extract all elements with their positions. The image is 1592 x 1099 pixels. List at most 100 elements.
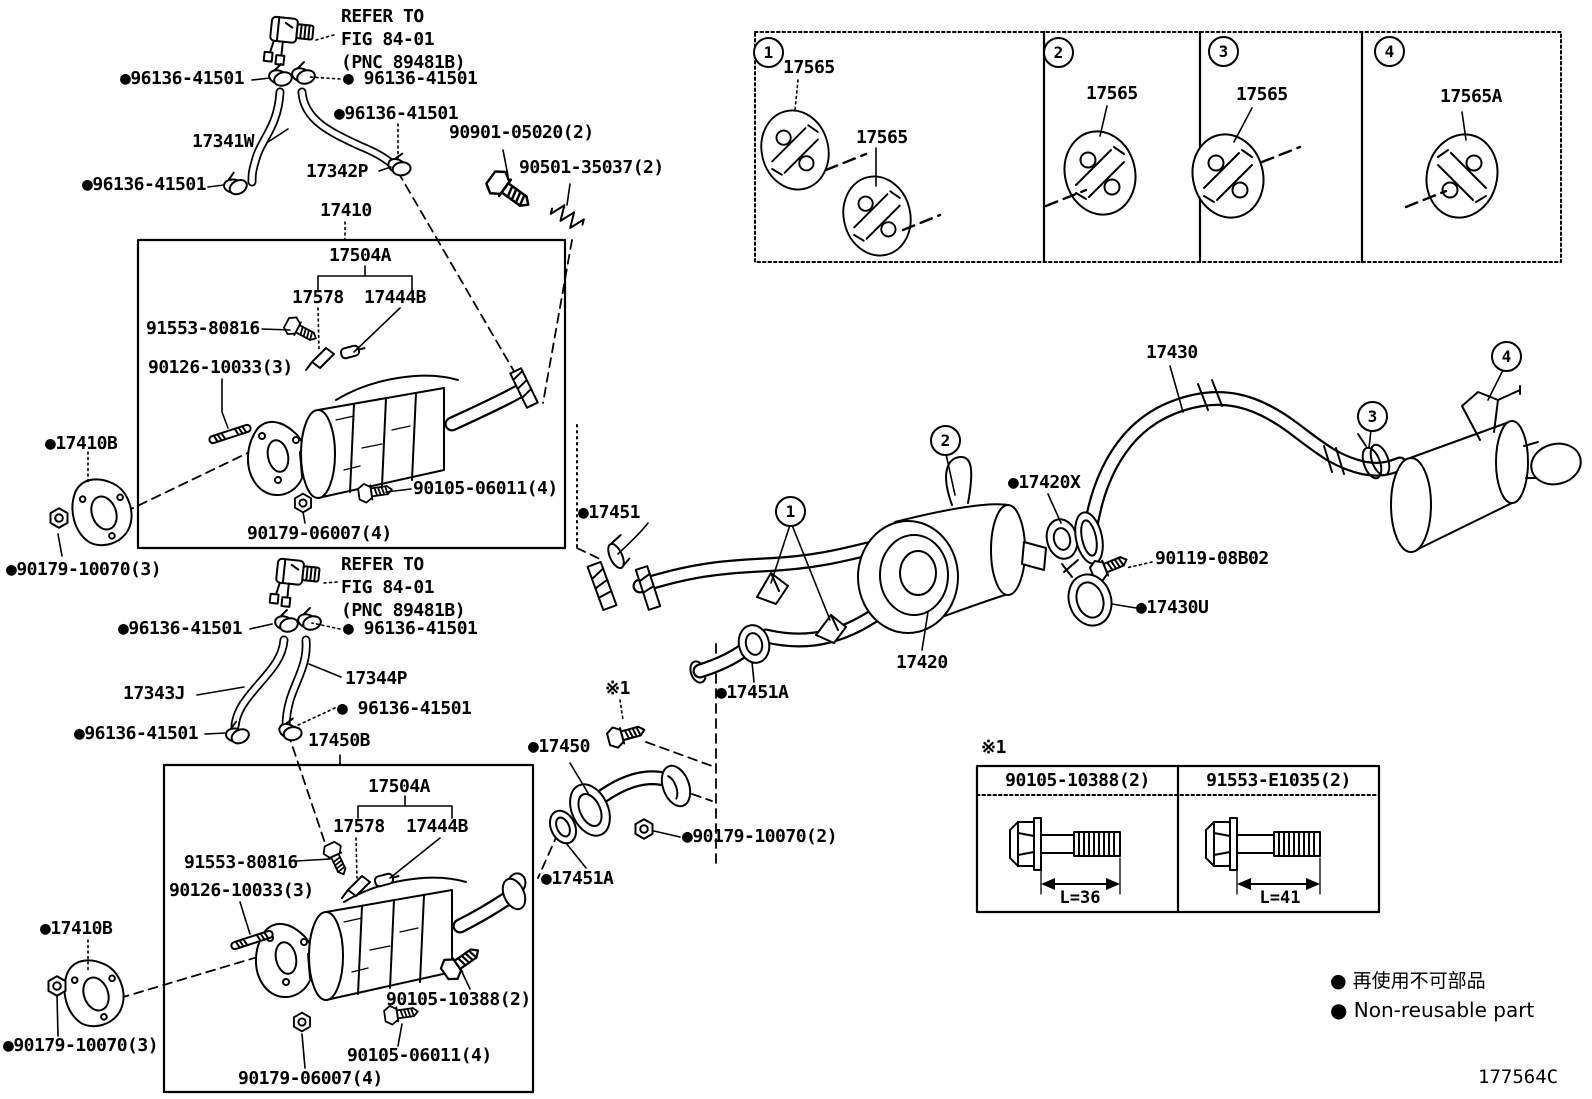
part-label: 17504A [329,245,392,266]
hanger-bracket [1461,385,1521,441]
nut-icon [634,818,654,840]
bolt-part-number: 91553-E1035(2) [1206,770,1351,791]
drawing-code: 177564C [1478,1066,1559,1088]
exhaust-hanger-icon [1416,125,1508,227]
part-label: 17344P [345,668,408,689]
circled-number-callout: 4 [1491,341,1522,372]
hanger-bracket [945,456,973,506]
exhaust-hanger-icon [1054,122,1146,224]
part-label: ●17451 [578,502,641,523]
part-label: 90126-10033(3) [148,357,293,378]
part-label: 90105-06011(4) [413,478,558,499]
main-exhaust-assembly [586,379,1582,684]
part-label: ●90179-10070(3) [6,559,162,580]
oxygen-sensor-icon [268,557,322,611]
nut-icon [293,492,313,514]
part-label: ● 96136-41501 [343,618,478,639]
bolt-length-label: L=36 [1059,888,1101,908]
hose-clamp-icon [295,607,324,633]
circled-number-callout: 2 [930,425,961,456]
nut-icon [47,975,67,997]
circled-number-callout: 3 [1357,401,1388,432]
legend-line-jp: ● 再使用不可部品 [1330,970,1486,992]
part-label: 17341W [192,131,255,152]
circled-number-callout: 1 [753,37,784,68]
bolt-part-number: 90105-10388(2) [1005,770,1150,791]
bolt-diagram-L41 [1205,817,1321,895]
exhaust-hanger-icon [834,168,920,264]
part-label: 17565 [1086,83,1138,104]
part-label: 17504A [368,776,431,797]
pipe-flange [586,560,618,612]
part-label: 17343J [123,683,186,704]
hanger-hook [815,614,847,644]
table-note: ※1 [981,737,1006,758]
bolt-length-label: L=41 [1259,888,1301,908]
gasket-icon [607,534,631,570]
flange-gasket-icon [63,959,125,1028]
part-label: ●90179-10070(3) [3,1035,159,1056]
part-label: 90119-08B02 [1155,548,1269,569]
part-label: 17430 [1146,342,1198,363]
nut-icon [292,1011,312,1033]
sensor-group-lower [221,557,324,749]
bolt-diagram-L36 [1009,817,1121,895]
part-label: 17565 [1236,84,1288,105]
catalytic-converter-assembly-2 [229,839,527,1033]
converter-detail-box-1 [136,238,567,550]
hose-clamp-icon [272,609,301,635]
hose-clamp-icon [383,150,416,181]
part-label: ●96136-41501 [74,723,199,744]
legend: ● 再使用不可部品 ● Non-reusable part [1330,966,1534,1022]
exhaust-hanger-icon [1182,125,1274,227]
rear-muffler [1390,385,1582,553]
part-label: 17410 [320,200,372,221]
part-label: 17565 [856,127,908,148]
part-label: ●96136-41501 [120,68,245,89]
part-label: 91553-80816 [184,852,298,873]
gasket-icon [548,809,578,845]
part-label: ●17450 [528,736,591,757]
pipe-flange [634,565,662,611]
part-label: 17444B [364,287,427,308]
oxygen-sensor-icon [262,15,316,69]
part-label: 17420 [896,652,948,673]
circled-number-callout: 1 [775,496,806,527]
stud-bolt-icon [207,423,253,445]
pipe-clamp-icon [1061,559,1113,627]
part-label: 91553-80816 [146,318,260,339]
part-label: 90179-06007(4) [238,1068,383,1089]
part-label: ●17420X [1008,472,1081,493]
legend-line-en: ● Non-reusable part [1330,998,1535,1022]
leader-lines [56,33,1504,1069]
catalytic-converter-assembly-1 [207,313,539,514]
nut-icon [49,507,69,529]
circled-number-callout: 4 [1374,36,1405,67]
part-label: ●17451A [716,682,789,703]
part-label: 90105-10388(2) [386,989,531,1010]
center-muffler [857,456,1047,634]
part-label: ●17410B [40,918,113,939]
part-label: 17578 [292,287,344,308]
part-label: ●17451A [541,868,614,889]
hose-clamp-icon [219,169,252,200]
flange-gasket-icon [71,478,133,547]
circled-number-callout: 3 [1208,36,1239,67]
part-label: 17342P [306,161,369,182]
sensor-group-top [219,15,587,234]
part-label: 17565A [1440,86,1503,107]
part-label: 17578 [333,816,385,837]
part-label: 90501-35037(2) [519,157,664,178]
part-label: 17565 [783,57,835,78]
bolt-dimension-table [975,764,1381,914]
part-label: ●17410B [45,433,118,454]
part-label: 90126-10033(3) [169,880,314,901]
part-label: ●17430U [1136,597,1209,618]
part-label: ● 96136-41501 [343,68,478,89]
bolt-icon [604,718,649,751]
hose-clamp-icon [266,63,295,89]
part-label: ●90179-10070(2) [682,826,838,847]
hanger-glyphs [752,102,1508,264]
gasket-ring [737,624,771,664]
